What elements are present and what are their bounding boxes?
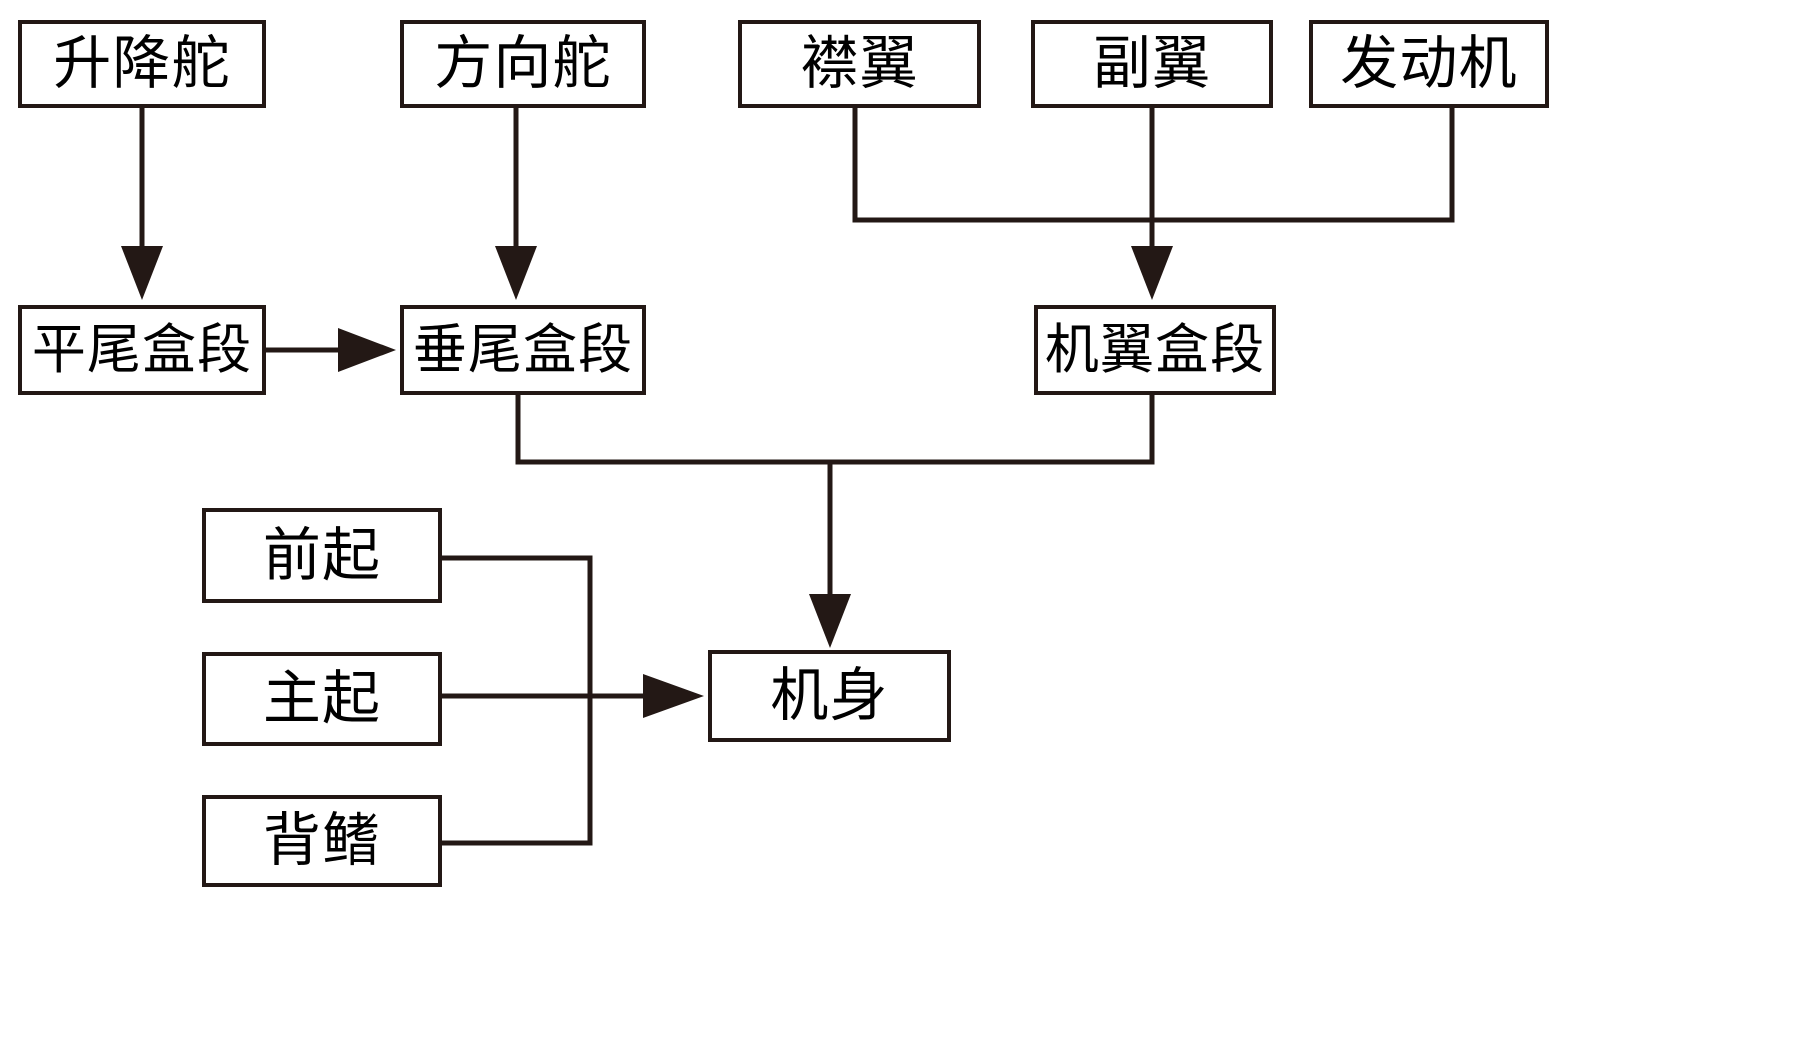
node-aileron-label: 副翼 bbox=[1092, 31, 1212, 96]
edge-wing-box-to-fuselage bbox=[809, 395, 1155, 648]
edge-aileron-to-wing-box bbox=[1131, 108, 1173, 300]
node-wing-box[interactable]: 机翼盒段 bbox=[1034, 305, 1276, 395]
edge-htp-box-to-vtp-box bbox=[266, 328, 396, 372]
node-rudder[interactable]: 方向舵 bbox=[400, 20, 646, 108]
edge-rudder-to-vtp-box bbox=[495, 108, 537, 300]
node-main-gear[interactable]: 主起 bbox=[202, 652, 442, 746]
node-main-gear-label: 主起 bbox=[262, 666, 382, 731]
edge-main-gear-to-fuselage bbox=[442, 674, 704, 718]
node-fuselage-label: 机身 bbox=[770, 663, 889, 728]
node-htp-box[interactable]: 平尾盒段 bbox=[18, 305, 266, 395]
node-elevator-label: 升降舵 bbox=[53, 31, 231, 96]
node-dorsal-fin[interactable]: 背鳍 bbox=[202, 795, 442, 887]
edge-nose-gear-to-fuselage bbox=[442, 555, 593, 696]
node-dorsal-fin-label: 背鳍 bbox=[262, 808, 382, 873]
edge-engine-to-wing-box bbox=[1152, 108, 1455, 223]
node-elevator[interactable]: 升降舵 bbox=[18, 20, 266, 108]
edge-vtp-box-to-fuselage bbox=[515, 395, 830, 465]
edge-dorsal-fin-to-fuselage bbox=[442, 696, 593, 846]
edge-elevator-to-htp-box bbox=[121, 108, 163, 300]
node-rudder-label: 方向舵 bbox=[434, 31, 612, 96]
node-fuselage[interactable]: 机身 bbox=[708, 650, 951, 742]
node-flap[interactable]: 襟翼 bbox=[738, 20, 981, 108]
node-wing-box-label: 机翼盒段 bbox=[1044, 320, 1266, 380]
edge-flap-to-wing-box bbox=[852, 108, 1152, 223]
node-nose-gear[interactable]: 前起 bbox=[202, 508, 442, 603]
node-engine-label: 发动机 bbox=[1340, 31, 1518, 96]
node-aileron[interactable]: 副翼 bbox=[1031, 20, 1273, 108]
node-vtp-box[interactable]: 垂尾盒段 bbox=[400, 305, 646, 395]
node-flap-label: 襟翼 bbox=[800, 31, 919, 96]
node-nose-gear-label: 前起 bbox=[262, 522, 382, 588]
node-vtp-box-label: 垂尾盒段 bbox=[412, 320, 634, 380]
node-engine[interactable]: 发动机 bbox=[1309, 20, 1549, 108]
node-htp-box-label: 平尾盒段 bbox=[31, 320, 253, 380]
